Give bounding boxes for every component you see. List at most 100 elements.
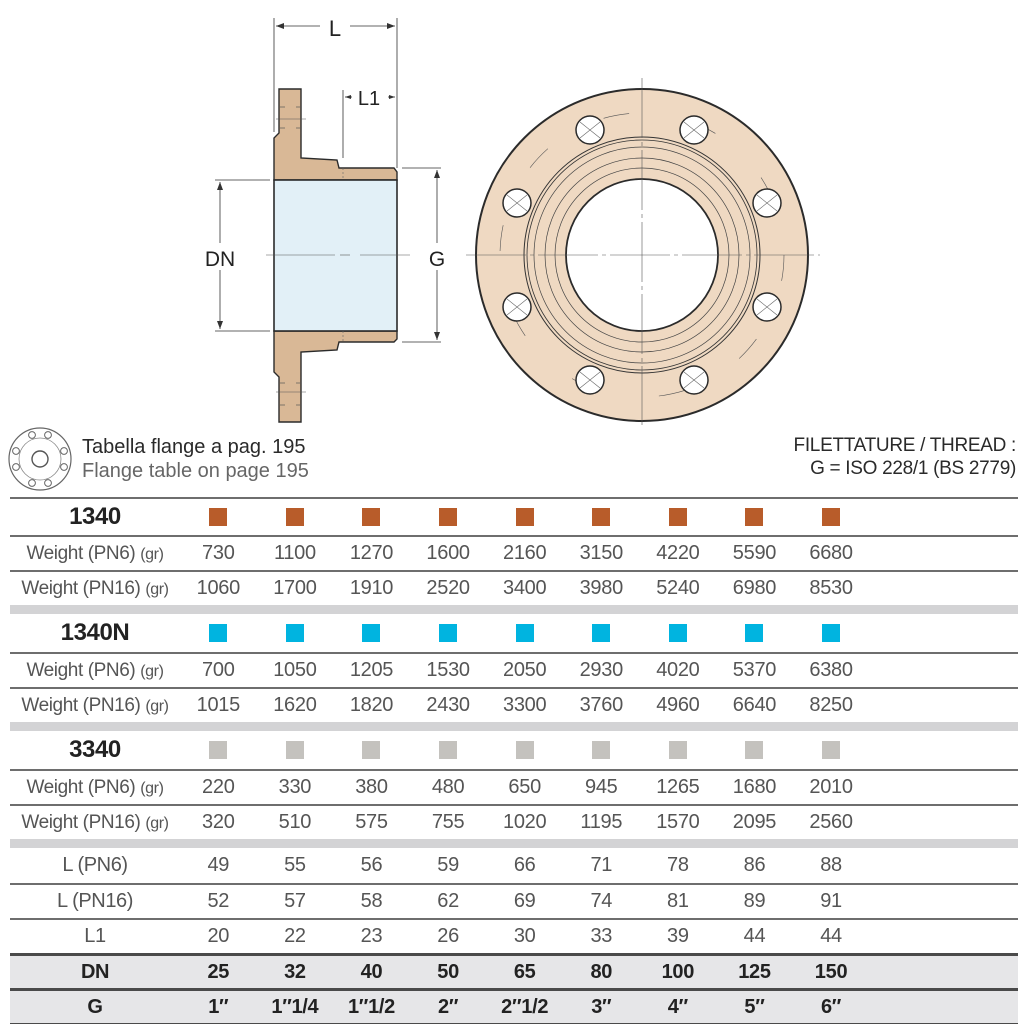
- table-cell: 1620: [273, 694, 317, 716]
- table-cell: 650: [508, 776, 541, 798]
- table-cell: 55: [284, 854, 306, 876]
- table-cell: 1020: [503, 811, 547, 833]
- table-cell: 1680: [732, 776, 777, 798]
- table-cell: 23: [360, 925, 383, 947]
- color-swatch: [362, 741, 381, 760]
- table-cell: 3″: [591, 995, 612, 1018]
- color-swatch: [285, 741, 304, 760]
- table-cell: 100: [661, 960, 695, 983]
- table-cell: 80: [590, 960, 613, 983]
- product-code: 1340N: [60, 619, 130, 646]
- table-cell: 56: [360, 854, 383, 876]
- table-cell: 22: [284, 925, 306, 947]
- dim-l1-label: L1: [358, 88, 380, 110]
- dim-g-label: G: [429, 248, 445, 271]
- row-unit: (gr): [145, 814, 169, 832]
- row-label-text: Weight (PN16): [21, 577, 141, 599]
- thread-standard: G = ISO 228/1 (BS 2779): [810, 458, 1016, 479]
- color-swatch: [822, 508, 841, 527]
- table-cell: 4″: [667, 995, 688, 1018]
- table-cell: 44: [743, 925, 766, 947]
- table-cell: 58: [360, 890, 383, 912]
- table-cell: 3760: [579, 694, 624, 716]
- section-divider: [10, 605, 1018, 614]
- row-unit: (gr): [140, 662, 164, 680]
- specs-table: 1340 Weight (PN6) (gr) 730 1100 1270 160…: [10, 497, 1018, 1024]
- g-row: G 1″ 1″1/4 1″1/2 2″ 2″1/2 3″ 4″ 5″ 6″: [10, 988, 1018, 1023]
- row-label-text: Weight (PN6): [26, 659, 136, 681]
- table-cell: 6980: [732, 577, 777, 599]
- dim-row-l-pn6: L (PN6) 49 55 56 59 66 71 78 86 88: [10, 848, 1018, 883]
- table-cell: 8530: [809, 577, 853, 599]
- product-code: 1340: [69, 503, 121, 530]
- color-swatch: [209, 741, 228, 760]
- color-swatch: [209, 508, 228, 527]
- table-cell: 1″1/4: [271, 995, 319, 1018]
- dim-dn-label: DN: [205, 248, 235, 271]
- table-cell: 150: [814, 960, 848, 983]
- table-cell: 1100: [273, 542, 316, 564]
- table-cell: 2160: [503, 542, 547, 564]
- table-cell: 33: [590, 925, 613, 947]
- flange-table-note-en: Flange table on page 195: [82, 460, 309, 482]
- table-cell: 1205: [349, 659, 394, 681]
- table-row: Weight (PN6) (gr) 730 1100 1270 1600 216…: [10, 535, 1018, 570]
- table-cell: 1″: [208, 995, 229, 1018]
- dim-l-label: L: [329, 16, 341, 41]
- dim-row-l1: L1 20 22 23 26 30 33 39 44 44: [10, 918, 1018, 953]
- row-label: Weight (PN6) (gr): [10, 777, 180, 799]
- color-swatch: [209, 624, 228, 643]
- row-label: L (PN16): [56, 890, 134, 912]
- color-swatch: [668, 624, 687, 643]
- table-cell: 39: [667, 925, 689, 947]
- product-header-1340: 1340: [10, 497, 1018, 535]
- table-cell: 380: [355, 776, 388, 798]
- row-label: Weight (PN16) (gr): [10, 578, 180, 600]
- color-swatch: [745, 624, 764, 643]
- dim-row-l-pn16: L (PN16) 52 57 58 62 69 74 81 89 91: [10, 883, 1018, 918]
- table-cell: 40: [360, 960, 383, 983]
- table-cell: 6680: [809, 542, 853, 564]
- table-cell: 1570: [656, 811, 700, 833]
- row-label: Weight (PN16) (gr): [10, 695, 180, 717]
- flange-drawing: L L1: [205, 16, 820, 425]
- table-cell: 480: [431, 776, 465, 798]
- table-cell: 30: [513, 925, 536, 947]
- table-cell: 510: [278, 811, 312, 833]
- table-cell: 57: [284, 890, 306, 912]
- row-label: L1: [84, 925, 106, 947]
- table-cell: 3150: [579, 542, 624, 564]
- table-cell: 81: [667, 890, 689, 912]
- thread-note: FILETTATURE / THREAD : G = ISO 228/1 (BS…: [793, 434, 1017, 480]
- table-row: Weight (PN6) (gr) 220 330 380 480 650 94…: [10, 769, 1018, 804]
- table-cell: 1265: [656, 776, 700, 798]
- color-swatch: [745, 508, 764, 527]
- table-row: Weight (PN6) (gr) 700 1050 1205 1530 205…: [10, 652, 1018, 687]
- table-cell: 65: [513, 960, 536, 983]
- color-swatch: [822, 624, 841, 643]
- table-cell: 50: [437, 960, 459, 983]
- table-cell: 91: [820, 890, 842, 912]
- table-cell: 700: [202, 659, 235, 681]
- flange-table-note: Tabella flange a pag. 195 Flange table o…: [6, 427, 309, 491]
- table-cell: 730: [202, 542, 235, 564]
- table-cell: 755: [431, 811, 465, 833]
- table-cell: 125: [738, 960, 771, 983]
- table-cell: 59: [437, 854, 459, 876]
- table-cell: 4960: [656, 694, 700, 716]
- table-cell: 3300: [503, 694, 547, 716]
- table-cell: 330: [278, 776, 312, 798]
- table-cell: 1600: [426, 542, 470, 564]
- table-cell: 6″: [820, 995, 842, 1018]
- table-cell: 88: [820, 854, 842, 876]
- row-label: Weight (PN16) (gr): [10, 812, 180, 834]
- table-cell: 86: [743, 854, 766, 876]
- row-label: G: [87, 995, 103, 1018]
- row-label-text: Weight (PN16): [21, 694, 141, 716]
- table-cell: 575: [355, 811, 388, 833]
- table-cell: 74: [590, 890, 613, 912]
- thread-title: FILETTATURE / THREAD :: [793, 435, 1017, 456]
- table-cell: 1″1/2: [347, 995, 395, 1018]
- table-cell: 2050: [503, 659, 547, 681]
- color-swatch: [515, 741, 534, 760]
